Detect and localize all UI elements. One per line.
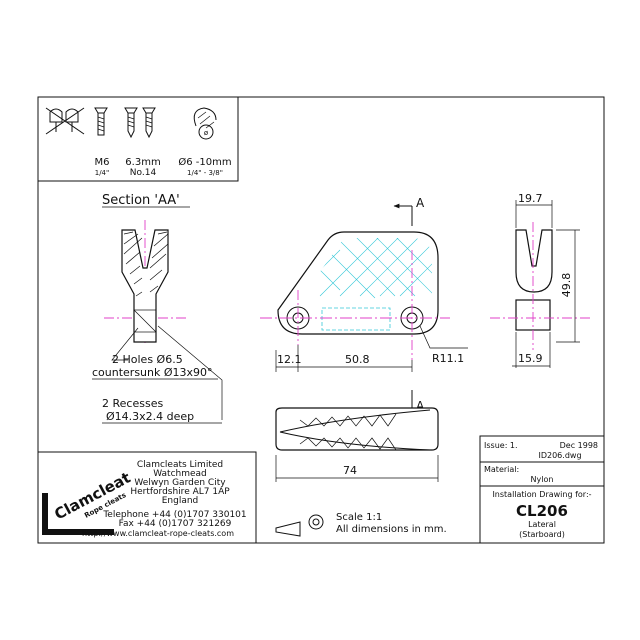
rope-size: Ø6 -10mm bbox=[178, 156, 231, 168]
material-value: Nylon bbox=[531, 475, 554, 484]
recesses-note: 2 Recesses bbox=[102, 397, 163, 410]
dim-radius: R11.1 bbox=[432, 352, 464, 365]
company-address-1: Watchmead bbox=[153, 469, 207, 479]
side-view: A A 12.1 50.8 R11.1 bbox=[260, 196, 468, 413]
recess-size-note: Ø14.3x2.4 deep bbox=[106, 410, 194, 423]
title-block: Issue: 1. Dec 1998 ID206.dwg Material: N… bbox=[479, 435, 605, 544]
units-text: All dimensions in mm. bbox=[336, 524, 447, 535]
rope-inch: 1/4" - 3/8" bbox=[187, 169, 223, 177]
company-fax: Fax +44 (0)1707 321269 bbox=[119, 519, 232, 529]
drawing-border bbox=[37, 96, 605, 544]
company-country: England bbox=[162, 496, 199, 506]
issue-date: Dec 1998 bbox=[560, 441, 598, 450]
section-title: Section 'AA' bbox=[102, 193, 180, 208]
variant-lateral: Lateral bbox=[528, 520, 556, 529]
screw-inch-wood: No.14 bbox=[130, 168, 157, 178]
issue-label: Issue: 1. bbox=[484, 441, 518, 450]
dim-hole-spacing: 50.8 bbox=[345, 353, 370, 366]
company-block: Clamcleat Rope cleats Clamcleats Limited… bbox=[37, 451, 257, 544]
screw-size-wood: 6.3mm bbox=[125, 157, 160, 168]
company-address-2: Welwyn Garden City bbox=[134, 478, 226, 488]
section-marker-bottom: A bbox=[416, 399, 425, 413]
scale-block: Scale 1:1 All dimensions in mm. bbox=[275, 512, 447, 537]
company-name: Clamcleats Limited bbox=[137, 460, 223, 470]
countersunk-note: countersunk Ø13x90° bbox=[92, 366, 213, 379]
dim-left-offset: 12.1 bbox=[277, 353, 302, 366]
dim-height: 49.8 bbox=[560, 273, 573, 298]
machine-screw-icon bbox=[94, 107, 108, 136]
end-view: 19.7 49.8 15.9 bbox=[490, 192, 590, 368]
wood-screw-icon bbox=[124, 107, 156, 139]
plan-view: 74 bbox=[275, 407, 439, 482]
model-number: CL206 bbox=[516, 502, 568, 520]
scale-text: Scale 1:1 bbox=[336, 512, 382, 523]
section-marker-top: A bbox=[416, 196, 425, 210]
company-website: http://www.clamcleat-rope-cleats.com bbox=[82, 529, 234, 538]
crossed-out-rivet-icon bbox=[45, 107, 85, 135]
section-aa-view: Section 'AA' 2 Holes Ø6.5 countersunk Ø1… bbox=[92, 193, 223, 424]
screw-size-m6: M6 bbox=[95, 157, 110, 168]
variant-starboard: (Starboard) bbox=[519, 530, 565, 539]
fixings-panel: ø M6 1/4" 6.3mm No.14 Ø6 -10mm 1/4" - 3/… bbox=[37, 96, 239, 182]
company-telephone: Telephone +44 (0)1707 330101 bbox=[102, 510, 246, 520]
dim-base-width: 15.9 bbox=[518, 352, 543, 365]
dim-top-width: 19.7 bbox=[518, 192, 543, 205]
material-label: Material: bbox=[484, 465, 519, 474]
drawing-for-label: Installation Drawing for:- bbox=[492, 490, 591, 499]
svg-text:ø: ø bbox=[204, 129, 209, 137]
holes-note: 2 Holes Ø6.5 bbox=[112, 353, 183, 366]
screw-inch-m6: 1/4" bbox=[95, 169, 110, 177]
rope-icon: ø bbox=[193, 107, 217, 140]
company-address-3: Hertfordshire AL7 1AP bbox=[130, 487, 230, 497]
dim-length: 74 bbox=[343, 464, 357, 477]
drawing-file: ID206.dwg bbox=[538, 451, 581, 460]
